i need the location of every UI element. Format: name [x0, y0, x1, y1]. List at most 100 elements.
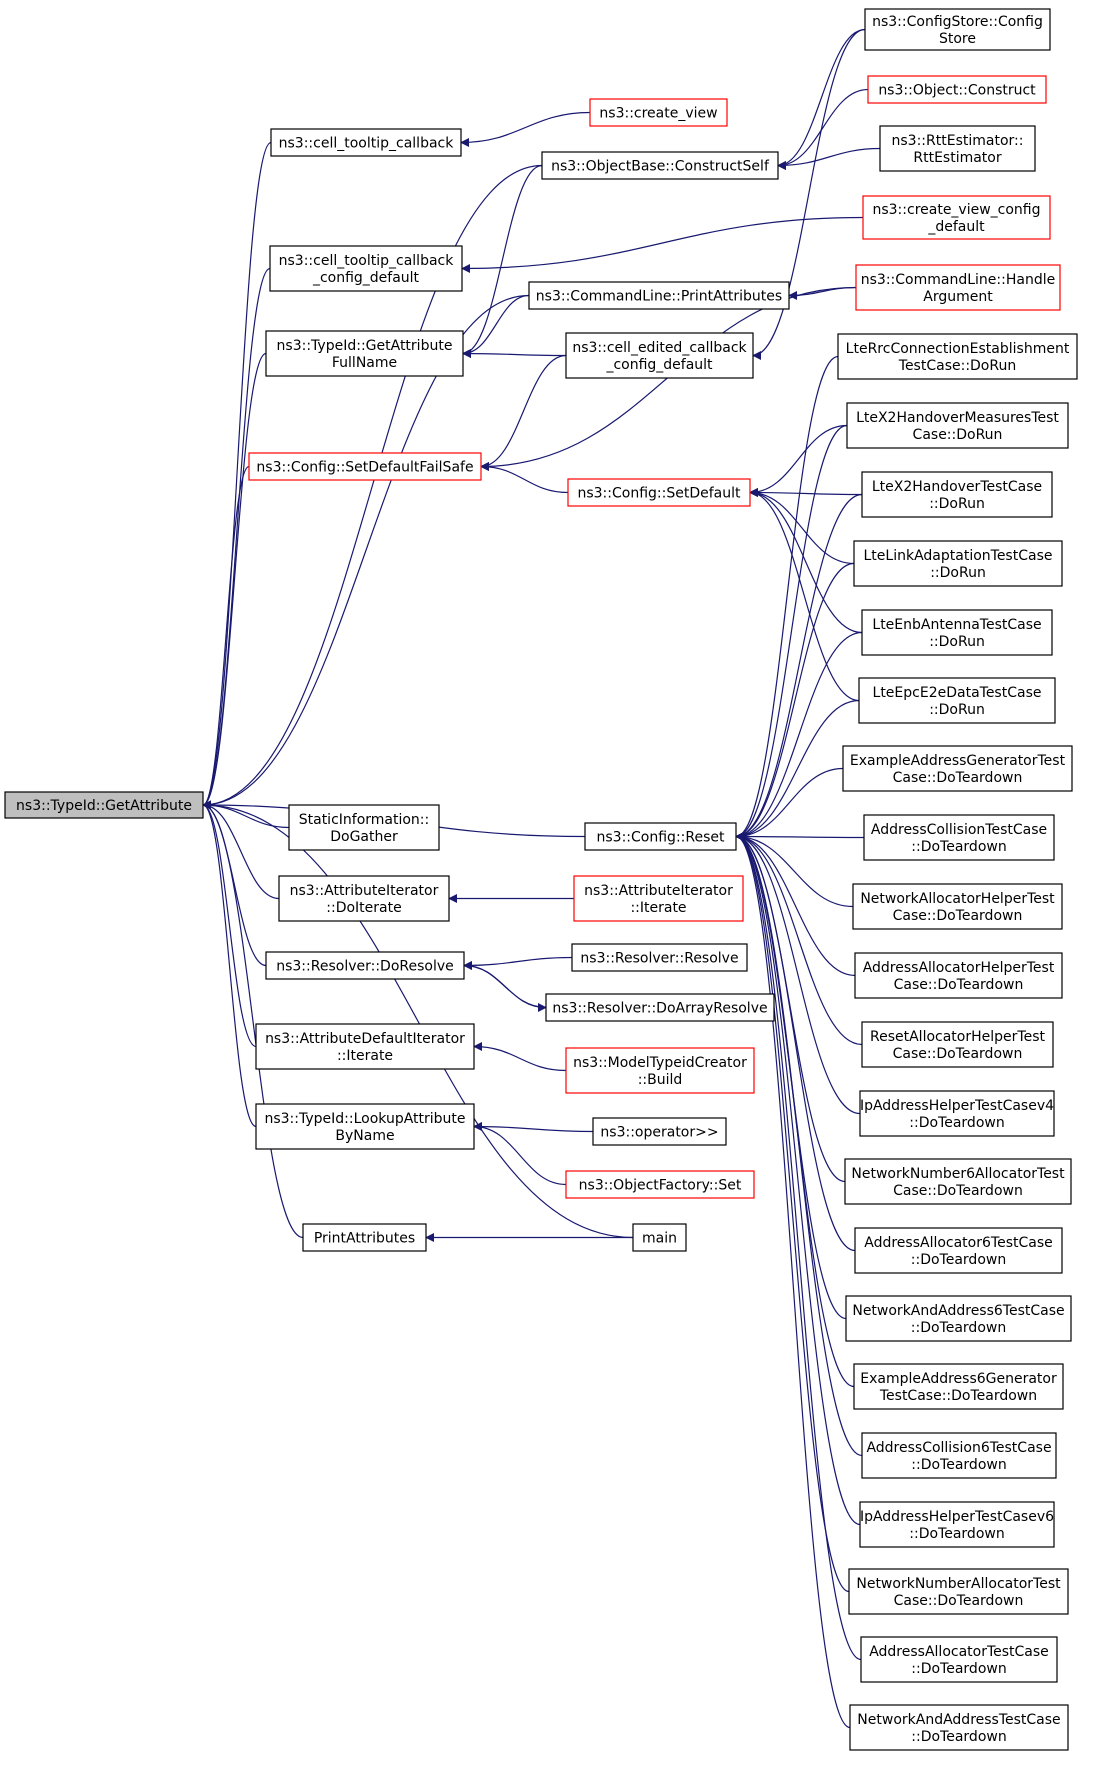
edge-sd-to-sdfs: [480, 462, 569, 494]
node-box: [842, 745, 1073, 792]
node-aat[interactable]: AddressAllocatorTestCase::DoTeardown: [860, 1636, 1058, 1683]
node-csc[interactable]: ns3::ConfigStore::ConfigStore: [864, 8, 1051, 51]
node-cvcd[interactable]: ns3::create_view_config_default: [862, 195, 1051, 240]
node-naht[interactable]: NetworkAllocatorHelperTestCase::DoTeardo…: [852, 883, 1063, 930]
node-box: [861, 1432, 1057, 1479]
node-label: AddressAllocator6TestCase: [864, 1235, 1053, 1251]
node-label: ns3::ObjectBase::ConstructSelf: [551, 159, 770, 175]
node-main[interactable]: main: [632, 1223, 687, 1252]
edge-rdr-to-rdar: [463, 964, 547, 1012]
node-label: ns3::cell_edited_callback: [572, 340, 747, 356]
node-iahv6[interactable]: IpAddressHelperTestCasev6::DoTeardown: [859, 1501, 1055, 1548]
node-label: PrintAttributes: [314, 1231, 415, 1247]
node-ea6g[interactable]: ExampleAddress6GeneratorTestCase::DoTear…: [853, 1363, 1064, 1410]
node-obcs[interactable]: ns3::ObjectBase::ConstructSelf: [541, 151, 779, 180]
node-box: [848, 1568, 1069, 1615]
node-eagt[interactable]: ExampleAddressGeneratorTestCase::DoTeard…: [842, 745, 1073, 792]
node-label: DoGather: [330, 829, 398, 845]
edge-raht-to-creset: [735, 832, 863, 1046]
node-act[interactable]: AddressCollisionTestCase::DoTeardown: [863, 814, 1055, 861]
node-rr[interactable]: ns3::Resolver::Resolve: [571, 943, 748, 972]
node-ltex2h[interactable]: LteX2HandoverTestCase::DoRun: [861, 471, 1053, 518]
node-rtt[interactable]: ns3::RttEstimator::RttEstimator: [879, 125, 1036, 172]
node-aa6[interactable]: AddressAllocator6TestCase::DoTeardown: [854, 1227, 1063, 1274]
node-lteea[interactable]: LteEnbAntennaTestCase::DoRun: [861, 609, 1053, 656]
node-label: AddressCollision6TestCase: [866, 1440, 1051, 1456]
node-label: ::DoTeardown: [909, 1115, 1004, 1131]
node-mtcb[interactable]: ns3::ModelTypeidCreator::Build: [565, 1047, 755, 1094]
node-label: NetworkAndAddress6TestCase: [852, 1303, 1064, 1319]
node-adi[interactable]: ns3::AttributeDefaultIterator::Iterate: [255, 1023, 475, 1070]
node-cv[interactable]: ns3::create_view: [589, 98, 728, 127]
node-box: [855, 264, 1061, 311]
node-label: ::DoTeardown: [911, 839, 1006, 855]
edge-csc-to-obcs: [777, 28, 866, 170]
node-creset[interactable]: ns3::Config::Reset: [584, 822, 737, 851]
node-ctc[interactable]: ns3::cell_tooltip_callback: [270, 128, 462, 157]
node-box: [846, 402, 1069, 449]
node-box: [565, 1170, 755, 1199]
node-ac6[interactable]: AddressCollision6TestCase::DoTeardown: [861, 1432, 1057, 1479]
node-root[interactable]: ns3::TypeId::GetAttribute: [4, 791, 204, 819]
edge-clpa-to-root: [202, 294, 530, 810]
node-label: Case::DoTeardown: [893, 770, 1023, 786]
node-oc[interactable]: ns3::Object::Construct: [867, 75, 1047, 104]
node-aii[interactable]: ns3::AttributeIterator::Iterate: [573, 875, 744, 922]
node-sig[interactable]: StaticInformation::DoGather: [288, 804, 440, 851]
node-ofs[interactable]: ns3::ObjectFactory::Set: [565, 1170, 755, 1199]
edge-lteea-to-creset: [735, 631, 863, 841]
node-rdar[interactable]: ns3::Resolver::DoArrayResolve: [545, 993, 775, 1022]
node-pa[interactable]: PrintAttributes: [302, 1223, 427, 1252]
node-box: [589, 98, 728, 127]
edge-csc-to-cecd: [752, 28, 866, 360]
node-label: ResetAllocatorHelperTest: [870, 1029, 1045, 1045]
node-box: [861, 471, 1053, 518]
node-nn6a[interactable]: NetworkNumber6AllocatorTestCase::DoTeard…: [844, 1158, 1072, 1205]
node-label: ::DoIterate: [326, 900, 401, 916]
edge-ltex2hm-to-creset: [735, 424, 848, 841]
node-cecd[interactable]: ns3::cell_edited_callback_config_default: [565, 332, 754, 379]
node-naa6[interactable]: NetworkAndAddress6TestCase::DoTeardown: [845, 1295, 1072, 1342]
node-naat[interactable]: NetworkAndAddressTestCase::DoTeardown: [849, 1704, 1069, 1751]
edge-lteea-to-sd: [749, 488, 863, 634]
node-label: AddressAllocatorHelperTest: [863, 960, 1055, 976]
node-box: [571, 943, 748, 972]
node-label: _config_default: [312, 270, 420, 286]
node-nnat[interactable]: NetworkNumberAllocatorTestCase::DoTeardo…: [848, 1568, 1069, 1615]
edge-cecd-to-tgafn: [462, 349, 567, 359]
edge-ltercc-to-creset: [735, 355, 839, 841]
node-box: [854, 1227, 1063, 1274]
edge-ltela-to-sd: [749, 488, 855, 565]
node-box: [863, 814, 1055, 861]
node-sdfs[interactable]: ns3::Config::SetDefaultFailSafe: [248, 452, 482, 481]
node-iahv4[interactable]: IpAddressHelperTestCasev4::DoTeardown: [859, 1090, 1055, 1137]
node-label: ns3::cell_tooltip_callback: [279, 253, 455, 269]
node-aidi[interactable]: ns3::AttributeIterator::DoIterate: [278, 875, 450, 922]
node-box: [541, 151, 779, 180]
node-ctcd[interactable]: ns3::cell_tooltip_callback_config_defaul…: [269, 245, 463, 292]
node-box: [255, 1103, 475, 1150]
node-lteepc[interactable]: LteEpcE2eDataTestCase::DoRun: [858, 677, 1056, 724]
node-sd[interactable]: ns3::Config::SetDefault: [567, 478, 751, 507]
node-label: StaticInformation::: [299, 812, 430, 828]
node-ltercc[interactable]: LteRrcConnectionEstablishmentTestCase::D…: [837, 333, 1078, 380]
node-clpa[interactable]: ns3::CommandLine::PrintAttributes: [528, 281, 790, 310]
node-rdr[interactable]: ns3::Resolver::DoResolve: [265, 951, 465, 980]
node-aaht[interactable]: AddressAllocatorHelperTestCase::DoTeardo…: [854, 952, 1063, 999]
node-label: ns3::create_view_config: [872, 202, 1040, 218]
node-label: ExampleAddressGeneratorTest: [850, 753, 1066, 769]
node-box: [879, 125, 1036, 172]
node-box: [853, 1363, 1064, 1410]
edge-act-to-creset: [735, 832, 865, 842]
node-ltela[interactable]: LteLinkAdaptationTestCase::DoRun: [853, 540, 1063, 587]
node-box: [545, 993, 775, 1022]
node-label: ::DoTeardown: [911, 1457, 1006, 1473]
node-label: FullName: [332, 355, 397, 371]
node-opr[interactable]: ns3::operator>>: [592, 1117, 727, 1146]
edge-eagt-to-creset: [735, 767, 844, 841]
